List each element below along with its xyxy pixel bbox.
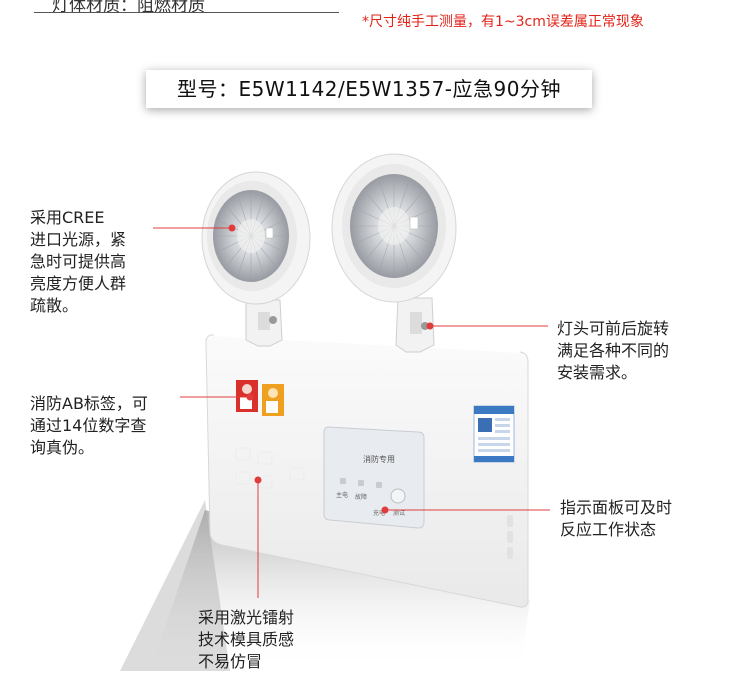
callout-ab-label: 消防AB标签，可 通过14位数字查 询真伪。 — [30, 394, 148, 457]
callout-rotating-head: 灯头可前后旋转 满足各种不同的 安装需求。 — [557, 319, 670, 382]
model-banner: 型号：E5W1142/E5W1357-应急90分钟 — [146, 70, 592, 108]
right-lamp-head — [331, 153, 457, 353]
panel-button-label: 主电 — [336, 491, 348, 499]
panel-button-label: 充电 — [373, 509, 385, 517]
panel-title: 消防专用 — [363, 454, 395, 464]
indicator-panel — [323, 426, 425, 529]
divider — [34, 12, 339, 13]
left-lamp-head — [201, 171, 311, 347]
led-chip — [409, 216, 419, 230]
certification-sticker — [473, 405, 515, 463]
model-label: 型号：E5W1142/E5W1357-应急90分钟 — [177, 77, 561, 101]
panel-button-label: 故障 — [355, 493, 367, 501]
callout-laser-mold: 采用激光镭射 技术模具质感 不易仿冒 — [198, 608, 295, 671]
callout-cree-light-source: 采用CREE 进口光源，紧 急时可提供高 亮度方便人群 疏散。 — [30, 208, 127, 315]
measurement-note: *尺寸纯手工测量，有1~3cm误差属正常现象 — [362, 14, 644, 30]
fire-ab-label — [236, 380, 284, 416]
panel-button-label: 测试 — [393, 509, 405, 517]
led-chip — [265, 227, 274, 239]
callout-indicator-panel: 指示面板可及时 反应工作状态 — [560, 498, 673, 539]
leader-lines — [153, 224, 550, 598]
